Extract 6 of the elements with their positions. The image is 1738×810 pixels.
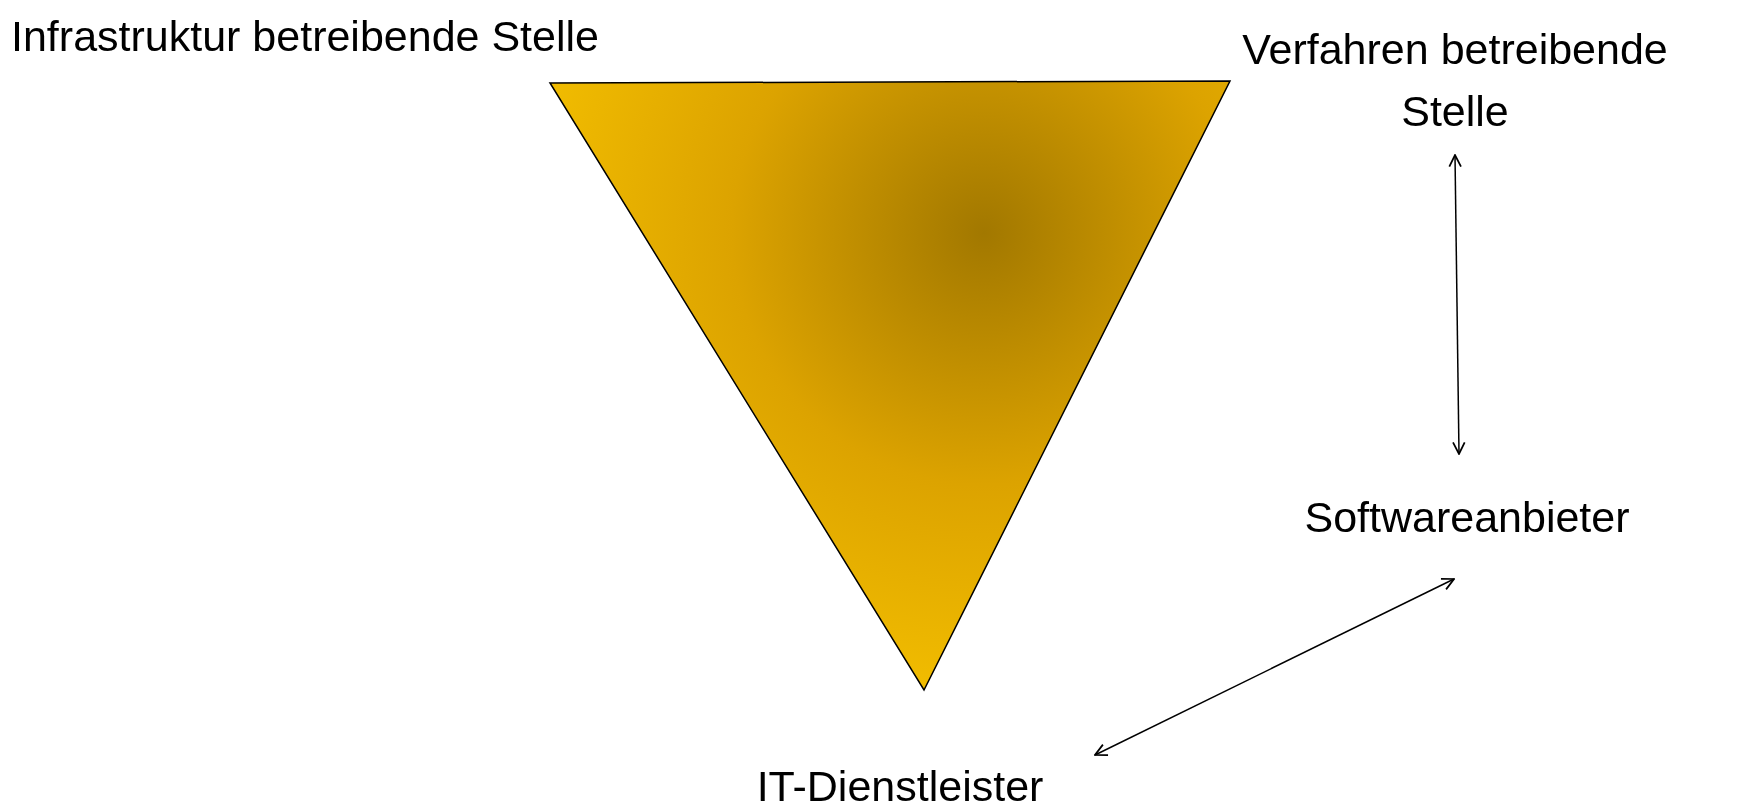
double-arrow [1448,154,1466,455]
node-label: IT-Dienstleister [756,761,1044,810]
node-label: Verfahren betreibende Stelle [1241,24,1669,137]
node-label: Infrastruktur betreibende Stelle [11,11,599,62]
node-label: Softwareanbieter [1304,491,1630,543]
double-arrow [1094,578,1455,756]
